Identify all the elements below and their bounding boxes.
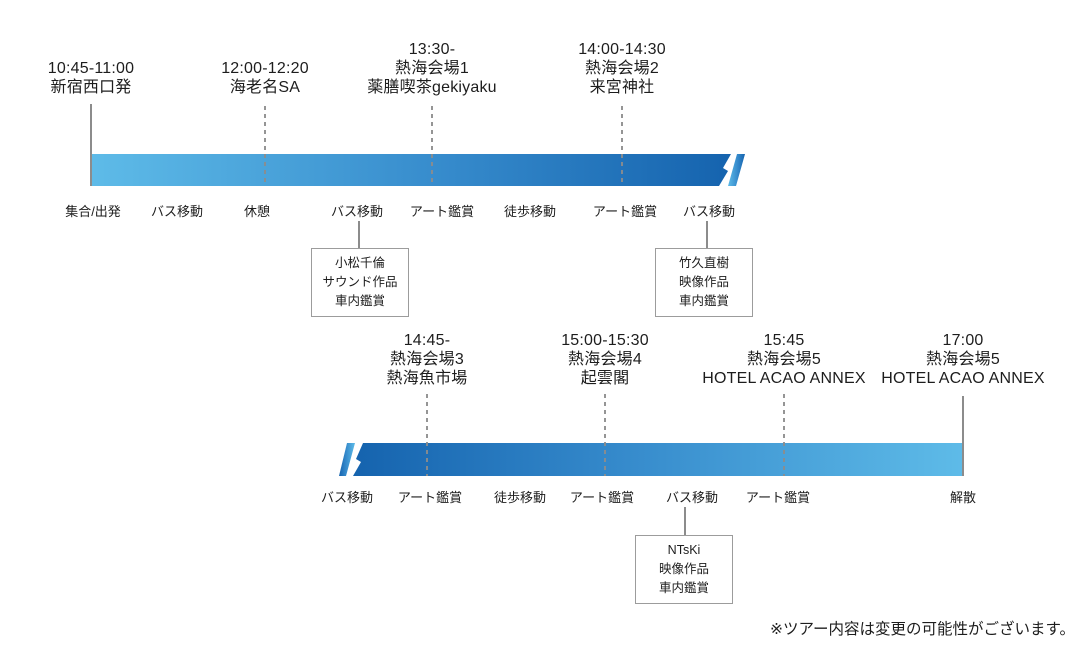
marker-solid-line (90, 104, 92, 186)
stop-time: 14:00-14:30 (578, 41, 666, 58)
bottom-timeline-bar (339, 443, 963, 476)
marker-dashed-line (604, 394, 606, 476)
note-box: 小松千倫サウンド作品車内鑑賞 (311, 248, 409, 317)
stop-time: 13:30- (408, 41, 456, 58)
note-connector-line (358, 221, 360, 248)
marker-dashed-line (783, 394, 785, 476)
activity-label: バス移動 (665, 490, 719, 505)
note-line: NTsKi (667, 543, 701, 557)
note-line: 映像作品 (678, 275, 729, 289)
note-box: 竹久直樹映像作品車内鑑賞 (655, 248, 753, 317)
stop-label: 14:00-14:30 熱海会場2 来宮神社 (578, 40, 666, 97)
note-line: 竹久直樹 (678, 256, 729, 270)
stop-label: 14:45- 熱海会場3 熱海魚市場 (386, 331, 467, 388)
activity-label: バス移動 (330, 204, 384, 219)
stop-label: 12:00-12:20 海老名SA (221, 59, 309, 97)
stop-place: HOTEL ACAO ANNEX (702, 370, 866, 387)
stop-time: 10:45-11:00 (47, 60, 135, 77)
activity-label: 解散 (949, 490, 977, 505)
stop-time: 15:45 (763, 332, 805, 349)
activity-label: アート鑑賞 (409, 204, 475, 219)
note-box: NTsKi 映像作品車内鑑賞 (635, 535, 733, 604)
stop-time: 14:45- (403, 332, 451, 349)
note-connector-line (706, 221, 708, 248)
marker-dashed-line (621, 106, 623, 186)
top-bar-body (92, 154, 731, 186)
note-connector-line (684, 507, 686, 535)
activity-label: 徒歩移動 (493, 490, 547, 505)
stop-label: 15:00-15:30 熱海会場4 起雲閣 (561, 331, 649, 388)
activity-label: 徒歩移動 (503, 204, 557, 219)
stop-place: HOTEL ACAO ANNEX (881, 370, 1045, 387)
top-bar-break-sliver (728, 154, 745, 186)
activity-label: 休憩 (243, 204, 271, 219)
top-timeline-bar (92, 154, 745, 186)
activity-label: アート鑑賞 (592, 204, 658, 219)
activity-label: バス移動 (682, 204, 736, 219)
stop-label: 10:45-11:00 新宿西口発 (48, 59, 134, 97)
stop-place: 薬膳喫茶gekiyaku (367, 79, 497, 96)
disclaimer-text: ※ツアー内容は変更の可能性がございます。 (769, 621, 1075, 638)
note-line: 車内鑑賞 (678, 294, 729, 308)
activity-label: アート鑑賞 (397, 490, 463, 505)
stop-time: 17:00 (942, 332, 984, 349)
activity-label: 集合/出発 (65, 204, 121, 219)
stop-place: 来宮神社 (589, 79, 655, 96)
note-line: 車内鑑賞 (658, 581, 709, 595)
stop-place: 熱海魚市場 (386, 370, 468, 387)
bottom-bar-break-sliver (339, 443, 355, 476)
stop-place: 熱海会場1 (395, 60, 469, 77)
stop-place: 熱海会場5 (747, 351, 821, 368)
activity-label: アート鑑賞 (569, 490, 635, 505)
note-line: 小松千倫 (334, 256, 385, 270)
stop-place: 海老名SA (229, 79, 301, 96)
stop-place: 熱海会場5 (926, 351, 1000, 368)
stop-place: 熱海会場2 (585, 60, 659, 77)
note-line: サウンド作品 (322, 275, 398, 289)
marker-dashed-line (264, 106, 266, 186)
marker-solid-line (962, 396, 964, 476)
stop-time: 12:00-12:20 (221, 60, 309, 77)
activity-label: アート鑑賞 (745, 490, 811, 505)
marker-dashed-line (426, 394, 428, 476)
stop-place: 新宿西口発 (50, 79, 132, 96)
activity-label: バス移動 (320, 490, 374, 505)
marker-dashed-line (431, 106, 433, 186)
stop-label: 13:30- 熱海会場1 薬膳喫茶gekiyaku (367, 40, 497, 97)
stop-place: 熱海会場3 (390, 351, 464, 368)
bottom-bar-body (353, 443, 963, 476)
activity-label: バス移動 (150, 204, 204, 219)
note-line: 車内鑑賞 (334, 294, 385, 308)
stop-time: 15:00-15:30 (561, 332, 649, 349)
stop-place: 熱海会場4 (568, 351, 642, 368)
stop-place: 起雲閣 (580, 370, 630, 387)
note-line: 映像作品 (658, 562, 709, 576)
